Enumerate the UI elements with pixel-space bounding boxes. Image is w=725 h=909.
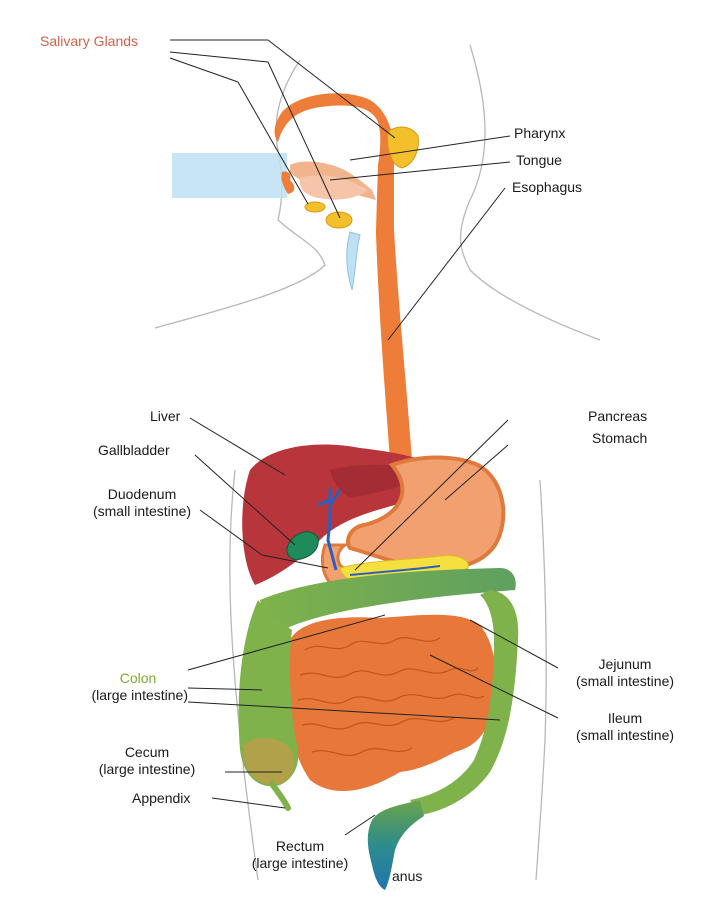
label-pancreas: Pancreas [588,408,648,424]
label-jejunum-sub: (small intestine) [575,673,675,689]
label-jejunum-name: Jejunum [598,656,652,672]
label-duodenum-sub: (small intestine) [92,503,192,519]
descending-colon [410,590,519,815]
label-colon-sub: (large intestine) [91,687,189,703]
intestine-folds [297,637,485,757]
bile-duct [317,488,342,571]
label-jejunum: Jejunum (small intestine) [550,656,700,690]
label-cecum-name: Cecum [124,744,170,760]
label-ileum-name: Ileum [607,710,643,726]
label-gallbladder: Gallbladder [98,442,170,458]
cecum-shape [244,737,295,785]
label-cecum: Cecum (large intestine) [72,744,222,778]
lips [281,171,295,194]
label-ileum-sub: (small intestine) [575,727,675,743]
pancreatic-duct [349,565,441,576]
airway-highlight [172,153,287,198]
label-duodenum: Duodenum (small intestine) [72,486,212,520]
label-ileum: Ileum (small intestine) [550,710,700,744]
label-cecum-sub: (large intestine) [98,761,196,777]
label-rectum-sub: (large intestine) [251,855,349,871]
label-colon: Colon (large intestine) [48,670,189,704]
leader-lines [169,39,559,836]
label-rectum: Rectum (large intestine) [225,838,375,872]
esophagus-tube [376,230,412,460]
gallbladder-shape [286,531,319,561]
label-appendix: Appendix [132,790,191,806]
label-colon-name: Colon [119,670,157,686]
small-intestine-shape [285,614,496,792]
label-esophagus: Esophagus [512,179,583,195]
rectum-shape [367,800,424,890]
transverse-colon [260,568,516,640]
label-stomach: Stomach [592,430,648,446]
tongue-shape [299,175,368,200]
label-liver: Liver [150,408,181,424]
label-rectum-name: Rectum [275,838,325,854]
label-anus: anus [392,868,423,884]
trachea [346,231,361,291]
label-duodenum-name: Duodenum [107,486,177,502]
appendix-shape [269,781,291,811]
label-tongue: Tongue [516,152,562,168]
label-salivary-glands: Salivary Glands [40,33,139,49]
label-pharynx: Pharynx [514,125,566,141]
salivary-glands [304,126,419,229]
